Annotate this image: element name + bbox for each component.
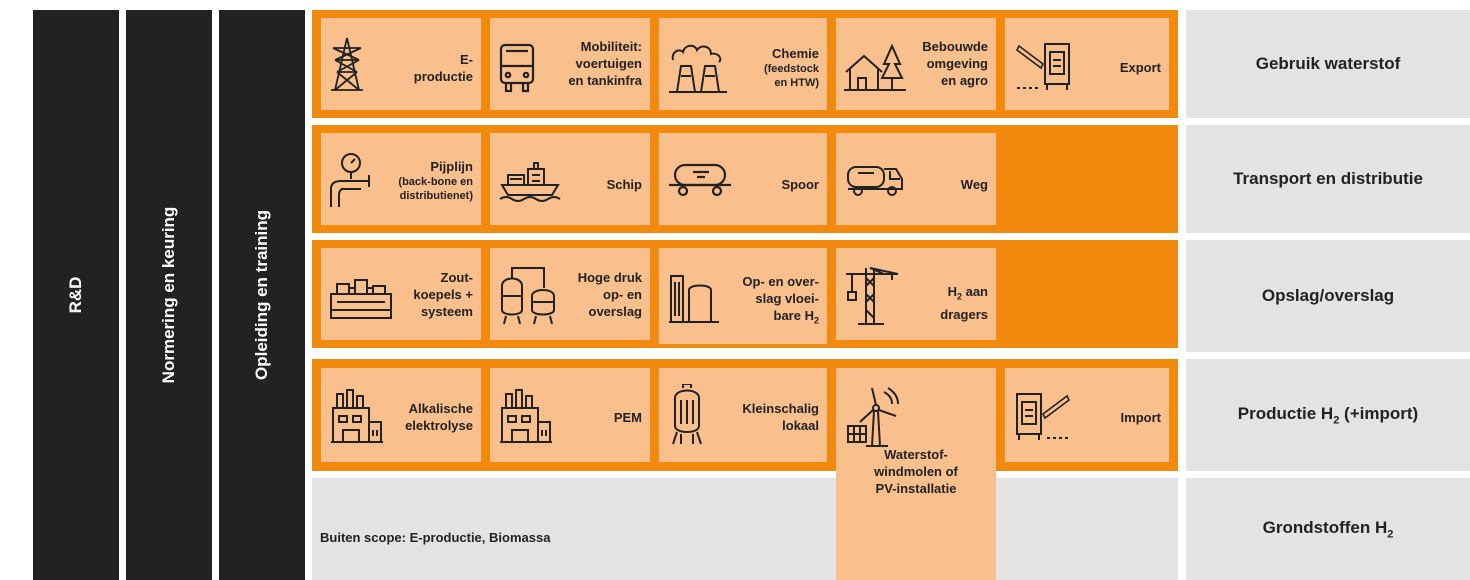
tank-truck-icon [844, 161, 906, 199]
barrier-gate-icon [1013, 390, 1073, 442]
cell-pem: PEM [490, 368, 650, 462]
opleiding-column: Opleiding en training [219, 10, 305, 580]
normering-label: Normering en keuring [159, 206, 178, 384]
rd-column: R&D [33, 10, 119, 580]
small-tank-icon [667, 384, 707, 446]
house-tree-icon [844, 42, 906, 92]
cell-schip: Schip [490, 133, 650, 225]
cell-e-productie: E-productie [321, 18, 481, 110]
barrier-gate-icon [1013, 40, 1073, 92]
cell-spoor: Spoor [659, 133, 827, 225]
factory-icon [667, 38, 729, 94]
row-label-productie: Productie H2 (+import) [1186, 359, 1470, 471]
cell-zoutkoepels: Zout-koepels +systeem [321, 248, 481, 340]
salt-dome-pipes-icon [329, 278, 393, 320]
cell-h2-dragers: H2 aan dragers [836, 248, 996, 340]
row-label-grondstoffen: Grondstoffen H2 [1186, 478, 1470, 580]
row-label-transport: Transport en distributie [1186, 125, 1470, 233]
electrolyzer-plant-icon [498, 386, 554, 444]
cell-import: Import [1005, 368, 1169, 462]
electrolyzer-plant-icon [329, 386, 385, 444]
power-pylon-icon [329, 36, 365, 92]
bottom-scope-text: Buiten scope: E-productie, Biomassa [320, 530, 551, 545]
row-label-opslag: Opslag/overslag [1186, 240, 1470, 352]
grondstoffen-band: Buiten scope: E-productie, Biomassa [312, 478, 1178, 580]
opleiding-label: Opleiding en training [252, 210, 271, 380]
pressure-vessels-icon [498, 266, 558, 326]
rail-tank-icon [667, 163, 733, 197]
rd-label: R&D [66, 276, 85, 314]
storage-tanks-icon [667, 270, 721, 324]
bus-icon [498, 42, 536, 94]
cell-vloeibare: Op- en over-slag vloei- bare H2 [659, 248, 827, 344]
cell-export: Export [1005, 18, 1169, 110]
crane-icon [844, 266, 900, 326]
ship-icon [498, 159, 562, 203]
cell-weg: Weg [836, 133, 996, 225]
pipeline-gauge-icon [329, 151, 373, 209]
normering-column: Normering en keuring [126, 10, 212, 580]
row-label-gebruik: Gebruik waterstof [1186, 10, 1470, 118]
windmill-solar-icon [844, 386, 904, 448]
